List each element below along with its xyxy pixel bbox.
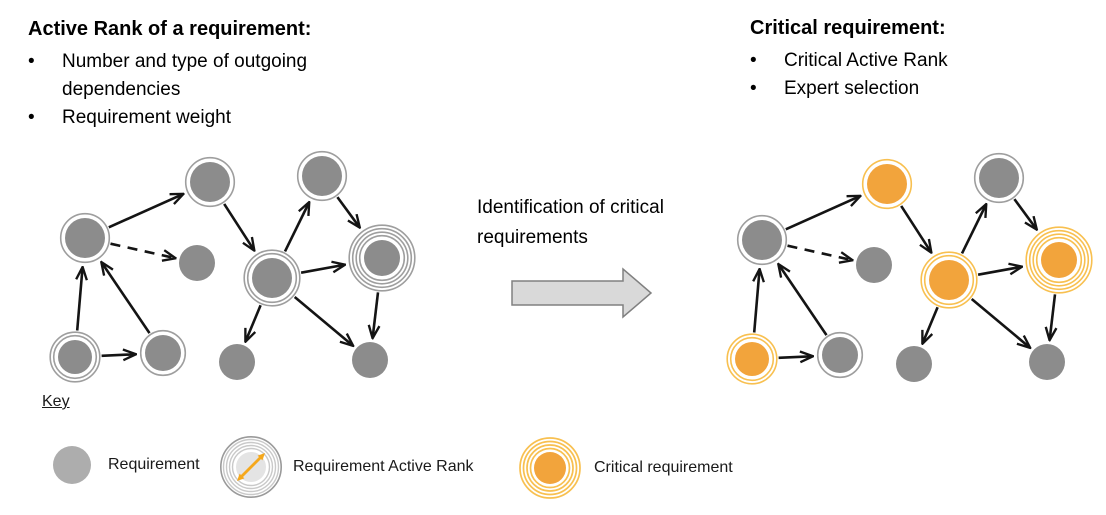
requirement-node-critical [861,158,913,210]
requirement-node [48,330,102,384]
critical-requirement-panel: Critical requirement: • Critical Active … [750,16,1095,103]
bullet-text: Expert selection [784,78,920,99]
bullet-text: Number and type of outgoing dependencies [62,51,308,100]
dependency-edge [246,304,262,341]
dependency-edge [778,356,812,358]
requirement-node [179,245,215,281]
legend-label: Requirement Active Rank [293,458,474,475]
requirement-node [139,329,187,377]
bullet-icon: • [750,78,757,99]
dependency-edge [970,298,1030,347]
critical-requirement-bullets: • Critical Active Rank • Expert selectio… [750,47,1095,103]
requirement-node-critical [725,332,779,386]
dependency-edge [754,270,759,333]
requirement-node-critical [1024,225,1094,295]
requirement-active-rank-icon [219,435,283,499]
requirement-node [856,247,892,283]
dependency-edge [900,205,931,252]
requirement-node [736,214,788,266]
critical-requirement-title: Critical requirement: [750,17,946,39]
key-title: Key [42,393,70,410]
active-rank-panel: Active Rank of a requirement: • Number a… [28,17,344,132]
legend-item-critical-requirement: Critical requirement [518,436,733,500]
active-rank-bullets: • Number and type of outgoing dependenci… [28,48,344,132]
legend-item-requirement-active-rank: Requirement Active Rank [219,435,474,499]
dependency-edge [960,205,986,254]
bullet-item: • Requirement weight [28,104,344,132]
requirement-node [347,223,417,293]
dependency-edge [1050,294,1055,339]
dependency-edge [923,306,939,343]
legend-label: Requirement [108,456,200,473]
requirement-node [296,150,348,202]
legend-item-requirement: Requirement [52,445,200,485]
dependency-edge-dashed [110,242,175,258]
dependency-edge [102,263,151,334]
bullet-icon: • [750,50,757,71]
active-rank-span-arrow-icon [237,453,265,481]
critical-requirement-icon [519,437,581,499]
requirement-node [1029,344,1065,380]
dependency-edge [779,265,828,336]
bullet-icon: • [28,107,35,128]
requirement-node [896,346,932,382]
dependency-edge [977,267,1021,276]
bullet-item: • Critical Active Rank [750,47,1095,75]
bullet-item: • Number and type of outgoing dependenci… [28,48,344,104]
active-rank-title: Active Rank of a requirement: [28,18,312,40]
dependency-edge [785,196,860,231]
requirement-icon [53,446,91,484]
dependency-edge [373,292,378,337]
transition-arrow-icon [511,267,653,319]
dependency-edge-dashed [787,244,852,260]
requirement-node [816,331,864,379]
dependency-edge [300,265,344,274]
bullet-text: Requirement weight [62,107,231,128]
dependency-edge [108,194,183,229]
requirement-network-before [48,150,417,384]
transition-label: Identification of critical requirements [477,197,664,248]
requirement-node [59,212,111,264]
dependency-edge [77,268,82,331]
dependency-edge [283,203,309,252]
requirement-network-after [725,152,1094,386]
bullet-text: Critical Active Rank [784,50,948,71]
legend-label: Critical requirement [594,459,733,476]
requirement-node [352,342,388,378]
dependency-edge [336,196,359,227]
bullet-item: • Expert selection [750,75,1095,103]
dependency-edge [293,296,353,345]
bullet-icon: • [28,51,35,72]
requirement-node [242,248,302,308]
dependency-edge [1013,198,1036,229]
dependency-edge [223,203,254,250]
requirement-node [184,156,236,208]
requirement-node [219,344,255,380]
requirement-node [973,152,1025,204]
dependency-edge [101,354,135,356]
requirement-node-critical [919,250,979,310]
